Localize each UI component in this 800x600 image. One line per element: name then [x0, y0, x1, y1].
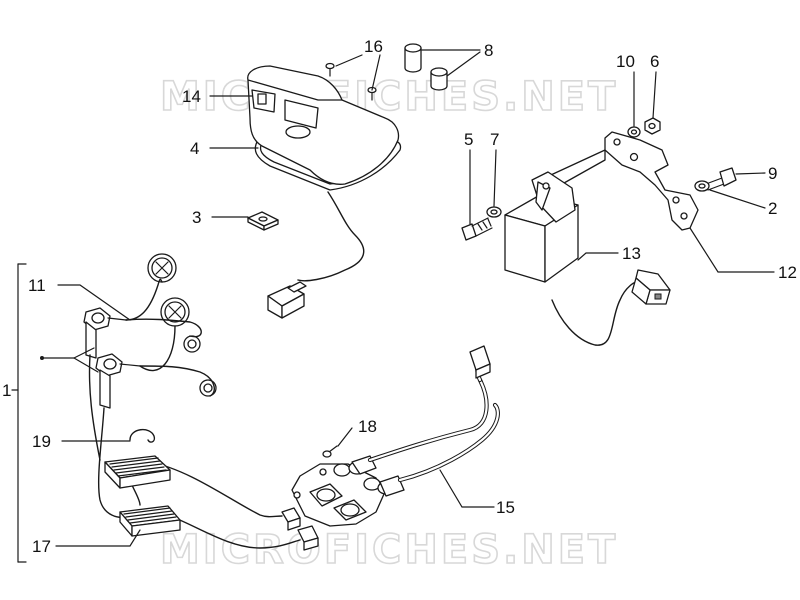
- regulator-connector: [631, 269, 671, 305]
- callout-1: 1: [2, 381, 11, 400]
- washer-2: [694, 180, 710, 192]
- callout-17: 17: [32, 537, 51, 556]
- callout-6: 6: [650, 52, 659, 71]
- grommet-round-a: [147, 253, 177, 283]
- callout-15: 15: [496, 498, 515, 517]
- callout-7: 7: [490, 130, 499, 149]
- switch-11b: [95, 353, 141, 409]
- switch-wire-b: [139, 365, 216, 397]
- screw-18: [322, 445, 338, 458]
- callout-18: 18: [358, 417, 377, 436]
- clip-19: [129, 429, 156, 443]
- harness-connector-b: [297, 525, 319, 551]
- harness-wire-b: [97, 407, 131, 518]
- callout-9: 9: [768, 164, 777, 183]
- washer-7: [486, 206, 502, 218]
- foot-switch-upper: [104, 455, 171, 489]
- switch-wire-c: [125, 278, 163, 321]
- bush-8a: [404, 43, 422, 73]
- washer-10: [627, 126, 641, 138]
- bolt-9: [705, 167, 737, 191]
- harness-wire-e: [131, 484, 141, 506]
- panel-cable-connector: [469, 345, 491, 379]
- callout-19: 19: [32, 432, 51, 451]
- bush-8b: [430, 67, 448, 91]
- cable-15b-inner: [398, 403, 499, 482]
- regulator-wire: [551, 281, 641, 346]
- callout-16: 16: [364, 37, 383, 56]
- callout-13: 13: [622, 244, 641, 263]
- switch-11a: [83, 307, 127, 359]
- nut-6: [644, 117, 661, 135]
- instrument-housing: [247, 65, 402, 191]
- regulator-13: [504, 171, 579, 283]
- callout-3: 3: [192, 208, 201, 227]
- switch-wire-d: [139, 325, 176, 372]
- grommet-round-b: [160, 297, 190, 327]
- switch-wire-a: [125, 318, 202, 338]
- callout-10: 10: [616, 52, 635, 71]
- callout-12: 12: [778, 263, 797, 282]
- watermark-bottom: MICROFICHES.NET: [160, 527, 618, 573]
- housing-connector: [267, 281, 307, 319]
- callout-8: 8: [484, 41, 493, 60]
- callout-14: 14: [182, 87, 201, 106]
- cable-15a-inner: [368, 378, 488, 462]
- callout-2: 2: [768, 199, 777, 218]
- grommet-small-b: [199, 379, 217, 397]
- callout-11: 11: [28, 276, 46, 295]
- harness-wire-a: [88, 354, 101, 461]
- watermark-top: MICROFICHES.NET: [160, 74, 618, 120]
- housing-wire: [297, 191, 365, 282]
- harness-wire-c: [149, 461, 283, 518]
- foot-switch-lower: [119, 505, 181, 537]
- harness-wire-d: [174, 517, 301, 549]
- harness-connector-a: [281, 507, 301, 531]
- bolt-5: [461, 217, 493, 241]
- square-nut-3: [247, 211, 279, 231]
- callout-5: 5: [464, 130, 473, 149]
- screw-16a: [325, 62, 335, 77]
- callout-4: 4: [190, 139, 199, 158]
- switch-panel-15: [291, 463, 385, 527]
- leader-lines: [11, 49, 775, 563]
- grommet-small-a: [183, 335, 201, 353]
